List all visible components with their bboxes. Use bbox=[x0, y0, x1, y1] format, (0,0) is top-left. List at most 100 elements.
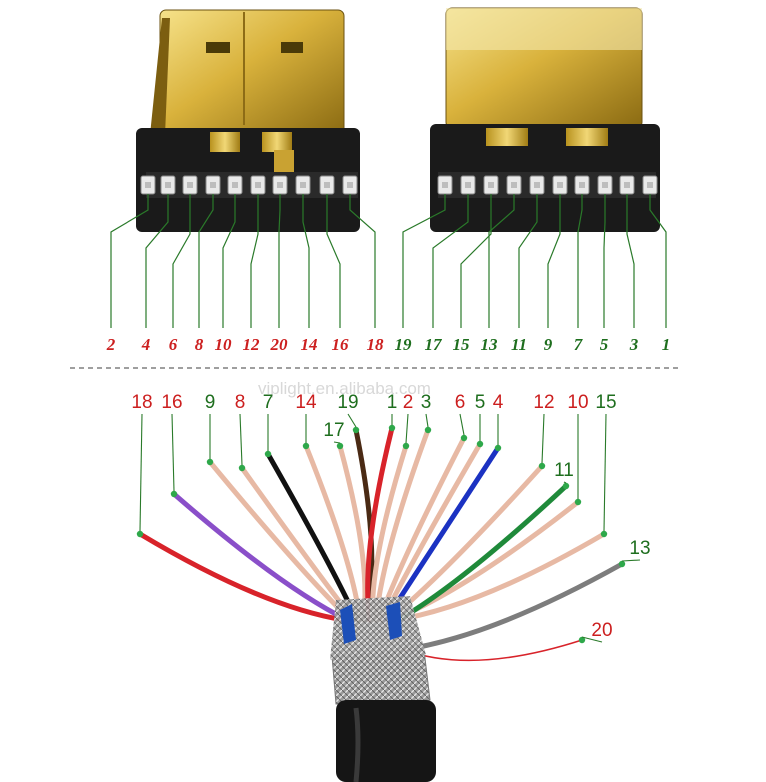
wire-leader bbox=[405, 413, 409, 444]
wire-leader bbox=[603, 413, 607, 532]
right-pin-label: 9 bbox=[544, 335, 553, 354]
right-pin-leader bbox=[488, 194, 515, 328]
right-pin-label: 5 bbox=[600, 335, 609, 354]
wire-label: 20 bbox=[591, 620, 612, 641]
left-pin-leader bbox=[278, 194, 281, 328]
wire-label: 19 bbox=[337, 392, 358, 413]
wire-end-dot bbox=[424, 426, 432, 434]
cable-jacket bbox=[330, 596, 436, 782]
right-pin-label: 7 bbox=[574, 335, 584, 354]
wire-leader bbox=[459, 413, 465, 436]
wire-label: 9 bbox=[205, 392, 216, 413]
wire-end-dot bbox=[136, 530, 144, 538]
right-pin-leader bbox=[432, 194, 469, 328]
wire-leader bbox=[239, 413, 243, 466]
wire-label: 10 bbox=[567, 392, 588, 413]
wire-label: 11 bbox=[554, 460, 574, 481]
wire-end-dot bbox=[264, 450, 272, 458]
left-pin-leader bbox=[172, 194, 191, 328]
right-pin-leader bbox=[626, 194, 635, 328]
right-pin-label: 17 bbox=[425, 335, 444, 354]
wire-end-dot bbox=[388, 424, 396, 432]
cable-wire bbox=[265, 451, 360, 623]
wire-end-dot bbox=[170, 490, 178, 498]
right-pin-leader bbox=[603, 194, 606, 328]
right-pin-leader bbox=[460, 194, 492, 328]
right-pin-label: 15 bbox=[453, 335, 471, 354]
right-pin-leader bbox=[577, 194, 583, 328]
cable-wire bbox=[171, 491, 350, 623]
wire-label: 13 bbox=[629, 538, 650, 559]
wire-leader bbox=[425, 413, 429, 428]
wire-leader bbox=[333, 441, 341, 444]
left-pin-label: 4 bbox=[141, 335, 151, 354]
cable-wire bbox=[392, 531, 607, 623]
left-pin-label: 18 bbox=[367, 335, 385, 354]
wire-end-dot bbox=[600, 530, 608, 538]
wire-label: 6 bbox=[455, 392, 466, 413]
left-pin-leader bbox=[250, 194, 259, 328]
left-pin-leader bbox=[326, 194, 341, 328]
wire-leader bbox=[347, 413, 357, 428]
wire-label: 17 bbox=[323, 420, 344, 441]
wire-end-dot bbox=[460, 434, 468, 442]
wire-label: 15 bbox=[595, 392, 616, 413]
wire-label: 3 bbox=[421, 392, 432, 413]
wire-end-dot bbox=[574, 498, 582, 506]
right-pin-label: 3 bbox=[629, 335, 639, 354]
left-pin-label: 16 bbox=[332, 335, 350, 354]
wire-end-dot bbox=[336, 442, 344, 450]
wire-end-dot bbox=[476, 440, 484, 448]
right-pin-leader bbox=[402, 194, 446, 328]
left-pin-label: 14 bbox=[301, 335, 318, 354]
wire-end-dot bbox=[562, 482, 570, 490]
watermark: viplight.en.alibaba.com bbox=[258, 379, 431, 398]
wire-leader bbox=[139, 413, 143, 532]
wire-end-dot bbox=[238, 464, 246, 472]
right-pin-label: 1 bbox=[662, 335, 671, 354]
left-pin-leader bbox=[302, 194, 310, 328]
left-pin-leader bbox=[222, 194, 236, 328]
wire-label: 16 bbox=[161, 392, 182, 413]
wire-end-dot bbox=[352, 426, 360, 434]
wire-end-dot bbox=[206, 458, 214, 466]
cable-wire bbox=[395, 483, 569, 623]
wire-leader bbox=[621, 559, 641, 562]
wire-leader bbox=[563, 481, 567, 484]
wire-label: 7 bbox=[263, 392, 274, 413]
wire-end-dot bbox=[578, 636, 586, 644]
wire-end-dot bbox=[618, 560, 626, 568]
wire-end-dot bbox=[402, 442, 410, 450]
wire-end-dot bbox=[302, 442, 310, 450]
wire-end-dot bbox=[494, 444, 502, 452]
wire-label: 5 bbox=[475, 392, 486, 413]
right-pin-leader bbox=[649, 194, 667, 328]
cable-wire bbox=[137, 531, 347, 623]
right-pin-label: 19 bbox=[395, 335, 413, 354]
right-pin-label: 13 bbox=[481, 335, 499, 354]
left-pin-label: 6 bbox=[169, 335, 178, 354]
left-pin-leader bbox=[110, 194, 149, 328]
right-pin-label: 11 bbox=[511, 335, 527, 354]
left-pin-label: 10 bbox=[215, 335, 233, 354]
wire-label: 2 bbox=[403, 392, 414, 413]
right-hdmi-connector bbox=[430, 7, 660, 232]
left-pin-leader bbox=[145, 194, 169, 328]
left-pin-label: 20 bbox=[270, 335, 289, 354]
cable-wire bbox=[399, 561, 625, 653]
wire-label: 1 bbox=[387, 392, 398, 413]
wire-label: 12 bbox=[533, 392, 554, 413]
left-pin-leader bbox=[349, 194, 376, 328]
wire-label: 4 bbox=[493, 392, 504, 413]
wire-leader bbox=[171, 413, 175, 492]
left-pin-label: 2 bbox=[106, 335, 116, 354]
right-pin-leader bbox=[547, 194, 561, 328]
right-pin-leader bbox=[518, 194, 538, 328]
left-pin-label: 8 bbox=[195, 335, 204, 354]
left-pin-label: 12 bbox=[243, 335, 261, 354]
wire-label: 18 bbox=[131, 392, 152, 413]
wire-leader bbox=[541, 413, 545, 464]
left-pin-leader bbox=[198, 194, 214, 328]
wire-leader bbox=[581, 636, 603, 643]
